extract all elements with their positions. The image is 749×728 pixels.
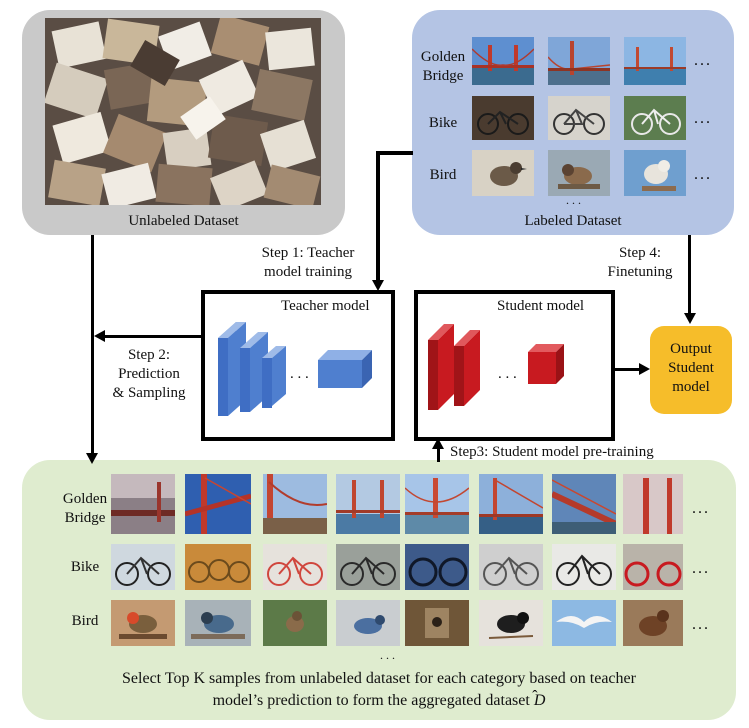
aggregated-thumb-bird-4	[336, 600, 400, 646]
step4-arrow-head	[684, 313, 696, 324]
unlabeled-dataset-label: Unlabeled Dataset	[128, 213, 239, 229]
aggregated-dataset-symbol: D̂	[533, 692, 546, 709]
teacher-network-dots: . . .	[290, 366, 309, 382]
step1-connector-h	[376, 151, 413, 155]
output-student-model-label: Output Student model	[668, 341, 714, 395]
labeled-thumb-bike-2	[548, 96, 610, 140]
student-model-label: Student model	[497, 298, 585, 314]
aggregated-row-label-bike: Bike	[70, 559, 100, 575]
aggregated-thumb-bird-8	[623, 600, 683, 646]
teacher-network-layers	[218, 322, 372, 416]
student-output-connector	[615, 368, 641, 371]
teacher-model-label: Teacher model	[281, 298, 370, 314]
labeled-row-label-golden-bridge: Golden Bridge	[420, 49, 466, 84]
aggregated-row3-ellipsis: ...	[692, 616, 710, 633]
step4-text: Step 4: Finetuning	[607, 245, 673, 280]
aggregated-row-label-golden-bridge: Golden Bridge	[62, 491, 108, 526]
step1-text: Step 1: Teacher model training	[261, 245, 355, 280]
step2-connector-h	[104, 335, 202, 338]
labeled-row1-ellipsis: ...	[694, 52, 712, 69]
output-student-model-box	[650, 326, 732, 414]
unlabeled-down-arrow-head	[86, 453, 98, 464]
step3-arrow-head	[432, 438, 444, 449]
aggregated-thumb-bridge-8	[623, 474, 683, 534]
aggregated-thumb-bike-4	[336, 544, 400, 590]
aggregated-row2-ellipsis: ...	[692, 560, 710, 577]
aggregated-thumb-bird-2	[185, 600, 251, 646]
step1-connector-v	[376, 151, 380, 281]
step3-text: Step3: Student model pre-training	[450, 444, 654, 460]
student-output-arrow-head	[639, 363, 650, 375]
labeled-thumb-bridge-2	[548, 37, 610, 85]
aggregated-vertical-ellipsis: . . .	[380, 648, 395, 662]
labeled-thumb-bird-2	[548, 150, 610, 196]
aggregated-thumb-bike-6	[479, 544, 543, 590]
aggregated-row1-ellipsis: ...	[692, 500, 710, 517]
aggregated-thumb-bridge-3	[263, 474, 327, 534]
aggregated-thumb-bike-7	[552, 544, 616, 590]
labeled-thumb-bridge-1	[472, 37, 534, 85]
aggregated-thumb-bridge-4	[336, 474, 400, 534]
step3-connector-v	[437, 448, 440, 462]
aggregated-thumb-bridge-6	[479, 474, 543, 534]
aggregated-thumb-bridge-5	[405, 474, 469, 534]
step2-text: Step 2: Prediction & Sampling	[112, 347, 186, 401]
step2-arrow-head	[94, 330, 105, 342]
labeled-thumb-bird-3	[624, 150, 686, 196]
labeled-row2-ellipsis: ...	[694, 110, 712, 127]
labeled-thumb-bike-1	[472, 96, 534, 140]
step1-arrow-head	[372, 280, 384, 291]
aggregated-row-label-bird: Bird	[71, 613, 99, 629]
labeled-thumb-bike-3	[624, 96, 686, 140]
aggregated-thumb-bird-6	[479, 600, 543, 646]
aggregated-thumb-bridge-7	[552, 474, 616, 534]
unlabeled-photo-collage	[45, 18, 321, 205]
unlabeled-down-connector	[91, 235, 94, 455]
aggregated-thumb-bike-2	[185, 544, 251, 590]
labeled-row-label-bird: Bird	[429, 167, 457, 183]
labeled-vertical-ellipsis: . . .	[566, 193, 581, 207]
labeled-dataset-label: Labeled Dataset	[524, 213, 622, 229]
aggregated-thumb-bike-5	[405, 544, 469, 590]
aggregated-thumb-bike-8	[623, 544, 683, 590]
aggregated-caption: Select Top K samples from unlabeled data…	[22, 668, 736, 712]
aggregated-thumb-bike-1	[111, 544, 175, 590]
aggregated-thumb-bird-5	[405, 600, 469, 646]
aggregated-caption-text: Select Top K samples from unlabeled data…	[122, 670, 636, 709]
aggregated-thumb-bridge-1	[111, 474, 175, 534]
labeled-row-label-bike: Bike	[428, 115, 458, 131]
aggregated-thumb-bridge-2	[185, 474, 251, 534]
student-network-dots: . . .	[498, 366, 517, 382]
labeled-thumb-bridge-3	[624, 37, 686, 85]
labeled-thumb-bird-1	[472, 150, 534, 196]
aggregated-thumb-bird-7	[552, 600, 616, 646]
aggregated-thumb-bird-3	[263, 600, 327, 646]
student-network-layers	[428, 324, 564, 410]
labeled-row3-ellipsis: ...	[694, 166, 712, 183]
step4-connector-v	[688, 235, 691, 315]
aggregated-thumb-bike-3	[263, 544, 327, 590]
aggregated-thumb-bird-1	[111, 600, 175, 646]
